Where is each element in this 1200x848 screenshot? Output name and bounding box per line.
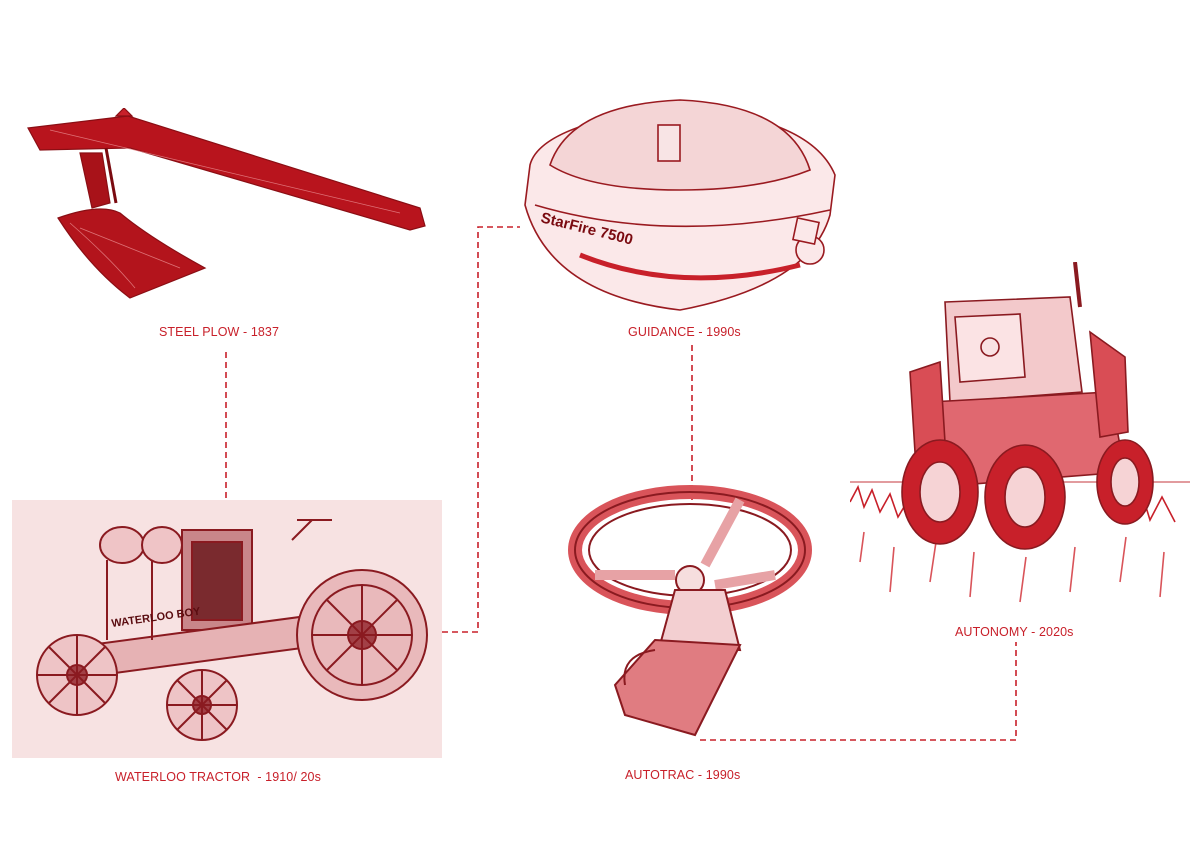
autonomous-tractor-icon [850, 262, 1190, 603]
autonomy-label: AUTONOMY - 2020s [955, 625, 1074, 639]
steel-plow-icon [27, 108, 426, 299]
waterloo-tractor-icon: WATERLOO BOY [36, 519, 428, 741]
guidance-label: GUIDANCE - 1990s [628, 325, 741, 339]
steel-plow-label: STEEL PLOW - 1837 [159, 325, 280, 339]
connector-autotrac-to-autonomy [700, 642, 1017, 741]
gps-receiver-icon: StarFire 7500 [524, 99, 836, 311]
steering-wheel-icon [568, 485, 812, 737]
connector-tractor-to-guidance [442, 226, 520, 633]
waterloo-tractor-label: WATERLOO TRACTOR - 1910/ 20s [115, 770, 321, 784]
autotrac-label: AUTOTRAC - 1990s [625, 768, 741, 782]
